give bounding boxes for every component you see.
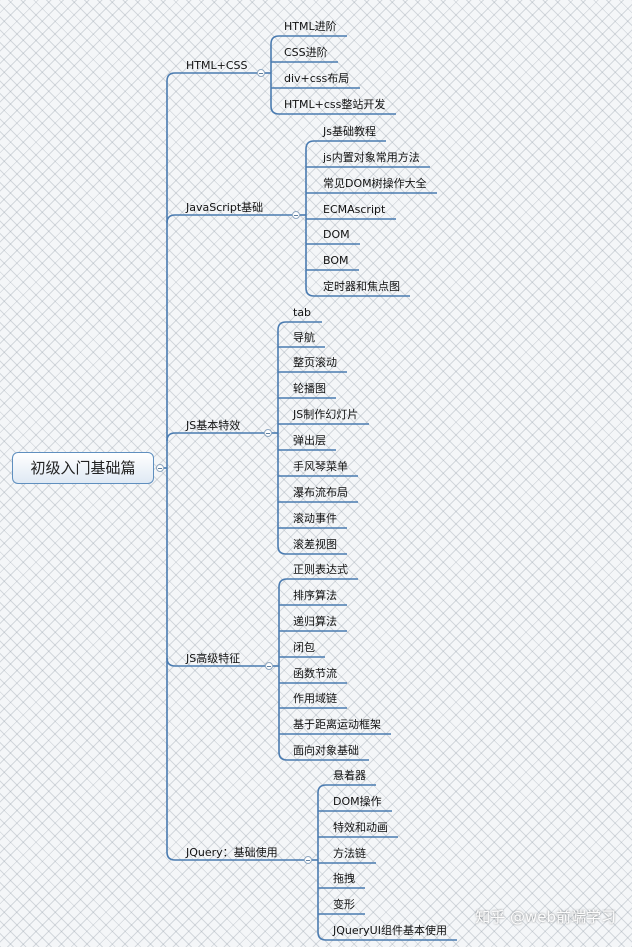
branch-connector [166, 851, 304, 861]
branch-connector [166, 657, 265, 667]
child-node[interactable]: HTML进阶 [284, 20, 337, 33]
child-node[interactable]: ECMAscript [323, 203, 386, 216]
branch-connector [166, 214, 292, 224]
child-node[interactable]: Js基础教程 [323, 125, 376, 138]
child-node[interactable]: BOM [323, 254, 349, 267]
child-underline [317, 784, 376, 794]
root-node[interactable]: 初级入门基础篇 [12, 452, 154, 484]
watermark: 知乎 @web前端学习 [475, 908, 616, 926]
child-node[interactable]: 手风琴菜单 [293, 460, 348, 473]
collapse-icon[interactable] [257, 69, 265, 77]
child-node[interactable]: 拖拽 [333, 872, 355, 885]
child-underline [277, 321, 322, 331]
child-node[interactable]: 作用域链 [293, 692, 337, 705]
child-node[interactable]: DOM [323, 228, 350, 241]
child-node[interactable]: 悬着器 [333, 769, 366, 782]
root-collapse-icon[interactable] [156, 464, 164, 472]
child-node[interactable]: CSS进阶 [284, 46, 328, 59]
branch-label[interactable]: JS基本特效 [186, 419, 241, 432]
branch-label[interactable]: JQuery：基础使用 [186, 846, 278, 859]
child-node[interactable]: DOM操作 [333, 795, 382, 808]
child-node[interactable]: 整页滚动 [293, 356, 337, 369]
child-node[interactable]: 滚差视图 [293, 538, 337, 551]
child-node[interactable]: 递归算法 [293, 615, 337, 628]
child-node[interactable]: 排序算法 [293, 589, 337, 602]
child-node[interactable]: js内置对象常用方法 [323, 151, 420, 164]
child-node[interactable]: 变形 [333, 898, 355, 911]
child-underline [317, 931, 457, 941]
child-node[interactable]: 方法链 [333, 847, 366, 860]
child-node[interactable]: div+css布局 [284, 72, 350, 85]
child-underline [278, 578, 358, 588]
child-node[interactable]: 轮播图 [293, 382, 326, 395]
child-underline [278, 751, 369, 761]
collapse-icon[interactable] [265, 662, 273, 670]
child-node[interactable]: tab [293, 306, 312, 319]
child-node[interactable]: 瀑布流布局 [293, 486, 348, 499]
child-node[interactable]: JQueryUI组件基本使用 [333, 924, 447, 937]
child-node[interactable]: 基于距离运动框架 [293, 718, 381, 731]
collapse-icon[interactable] [304, 856, 312, 864]
branch-label[interactable]: JavaScript基础 [186, 201, 264, 214]
collapse-icon[interactable] [264, 429, 272, 437]
child-node[interactable]: 闭包 [293, 641, 315, 654]
child-node[interactable]: 函数节流 [293, 667, 337, 680]
child-underline [305, 140, 386, 150]
child-node[interactable]: HTML+css整站开发 [284, 98, 386, 111]
child-node[interactable]: 导航 [293, 331, 315, 344]
child-node[interactable]: 面向对象基础 [293, 744, 359, 757]
branch-connector [166, 72, 257, 82]
child-underline [305, 287, 410, 297]
branch-label[interactable]: HTML+CSS [186, 59, 248, 72]
child-underline [270, 105, 396, 115]
child-node[interactable]: 滚动事件 [293, 512, 337, 525]
child-underline [270, 35, 347, 45]
collapse-icon[interactable] [292, 211, 300, 219]
child-node[interactable]: 常见DOM树操作大全 [323, 177, 427, 190]
child-node[interactable]: JS制作幻灯片 [293, 408, 359, 421]
child-node[interactable]: 弹出层 [293, 434, 326, 447]
branch-connector [166, 432, 264, 442]
branch-label[interactable]: JS高级特征 [186, 652, 241, 665]
child-node[interactable]: 特效和动画 [333, 821, 388, 834]
child-underline [277, 545, 347, 555]
child-node[interactable]: 正则表达式 [293, 563, 348, 576]
child-node[interactable]: 定时器和焦点图 [323, 280, 400, 293]
